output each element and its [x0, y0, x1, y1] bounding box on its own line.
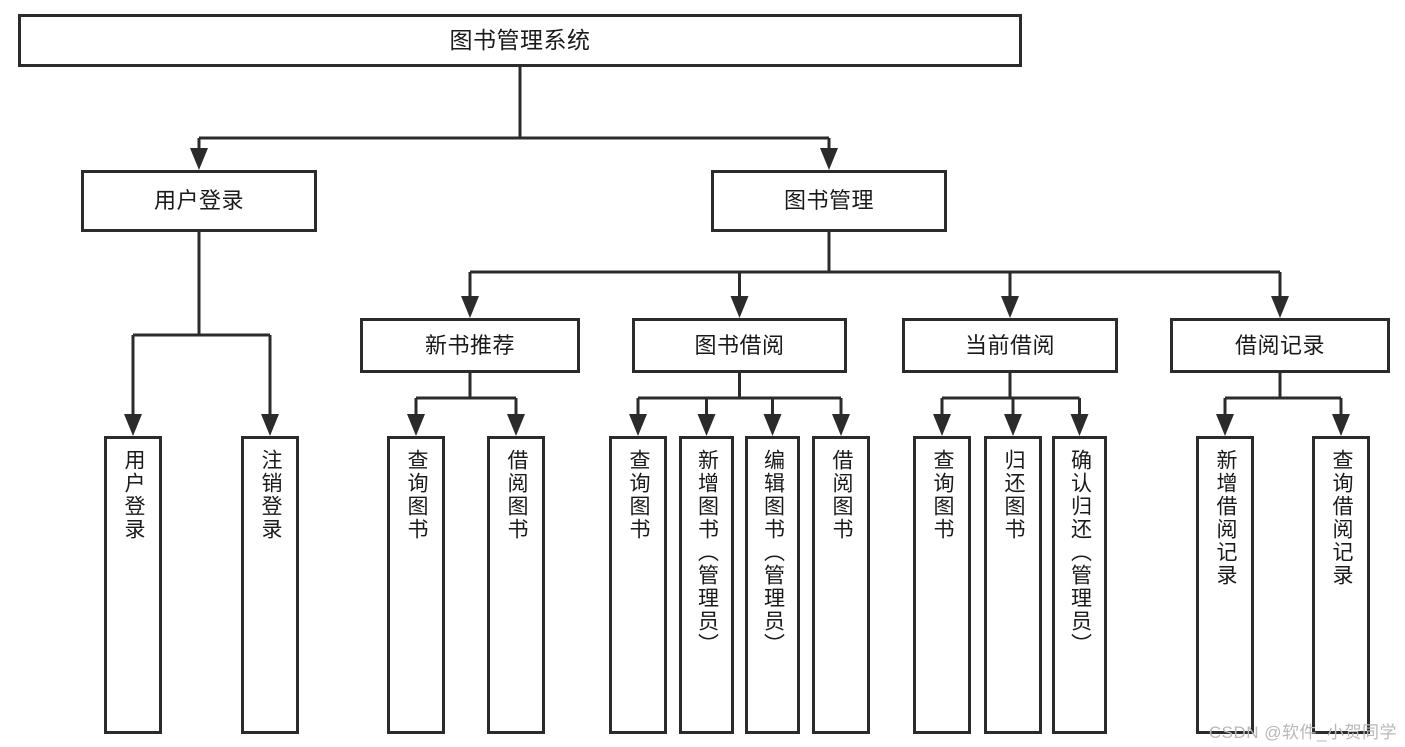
node-label: 图书管理系统: [449, 26, 591, 53]
node-label: 用户登录: [153, 188, 244, 214]
node-label: 图书借阅: [694, 332, 785, 358]
node-leaf-borrow-book-b[interactable]: 借阅图书: [812, 436, 870, 734]
node-label: 借阅图书: [505, 449, 529, 541]
node-label: 新增图书（管理员）: [695, 449, 719, 656]
node-label: 当前借阅: [964, 332, 1055, 358]
node-new-book-recommendation[interactable]: 新书推荐: [360, 318, 580, 373]
node-label: 查询图书: [627, 449, 651, 541]
node-label: 归还图书: [1002, 449, 1026, 541]
node-book-borrowing[interactable]: 图书借阅: [632, 318, 847, 373]
node-label: 查询借阅记录: [1330, 449, 1354, 587]
node-leaf-query-book-b[interactable]: 查询图书: [609, 436, 667, 734]
node-label: 借阅记录: [1234, 332, 1325, 358]
node-leaf-confirm-return-admin[interactable]: 确认归还（管理员）: [1052, 436, 1107, 734]
node-label: 新增借阅记录: [1214, 449, 1238, 587]
node-leaf-add-borrow-record[interactable]: 新增借阅记录: [1196, 436, 1254, 734]
node-current-borrowing[interactable]: 当前借阅: [902, 318, 1118, 373]
node-label: 图书管理: [783, 188, 874, 214]
node-leaf-edit-book-admin[interactable]: 编辑图书（管理员）: [745, 436, 800, 734]
node-leaf-query-book-a[interactable]: 查询图书: [387, 436, 445, 734]
node-label: 借阅图书: [830, 449, 854, 541]
node-label: 新书推荐: [424, 332, 515, 358]
node-leaf-borrow-book-a[interactable]: 借阅图书: [487, 436, 545, 734]
node-leaf-return-book[interactable]: 归还图书: [984, 436, 1042, 734]
node-book-management[interactable]: 图书管理: [711, 170, 947, 232]
node-user-login[interactable]: 用户登录: [81, 170, 317, 232]
node-leaf-logout[interactable]: 注销登录: [241, 436, 299, 734]
node-label: 注销登录: [259, 449, 283, 541]
node-root-system[interactable]: 图书管理系统: [18, 14, 1022, 67]
node-leaf-query-book-c[interactable]: 查询图书: [913, 436, 971, 734]
watermark-text: CSDN @软件_小贺同学: [1208, 723, 1397, 742]
node-label: 确认归还（管理员）: [1068, 449, 1092, 656]
node-leaf-query-borrow-record[interactable]: 查询借阅记录: [1312, 436, 1370, 734]
node-label: 查询图书: [405, 449, 429, 541]
node-label: 查询图书: [931, 449, 955, 541]
node-label: 编辑图书（管理员）: [761, 449, 785, 656]
node-label: 用户登录: [122, 449, 146, 541]
node-leaf-user-login[interactable]: 用户登录: [104, 436, 162, 734]
node-leaf-add-book-admin[interactable]: 新增图书（管理员）: [679, 436, 734, 734]
node-borrowing-records[interactable]: 借阅记录: [1170, 318, 1390, 373]
